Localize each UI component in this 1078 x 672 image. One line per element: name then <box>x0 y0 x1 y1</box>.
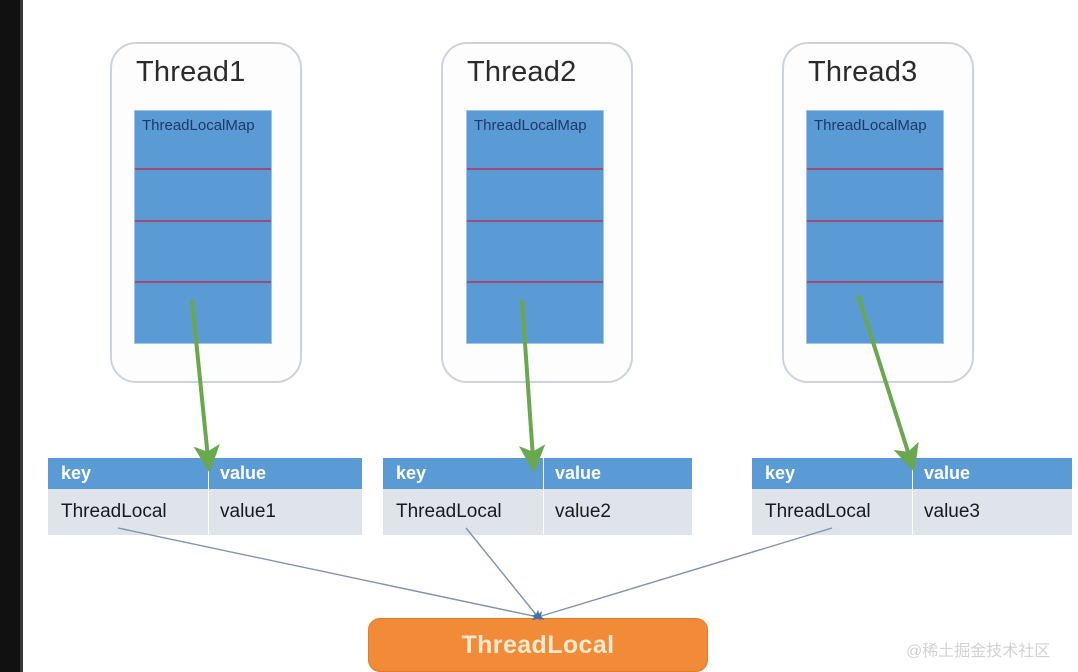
threadlocalmap-box-3[interactable]: ThreadLocalMap <box>806 110 944 344</box>
table-to-threadlocal-line <box>117 527 543 621</box>
kv-table-row[interactable]: ThreadLocal value2 <box>383 489 692 535</box>
kv-header-key: key <box>765 463 796 483</box>
kv-table-1[interactable]: key value ThreadLocal value1 <box>48 458 362 535</box>
map-divider <box>807 281 943 283</box>
kv-header-key: key <box>61 463 92 483</box>
map-divider <box>467 281 603 283</box>
kv-header-value: value <box>208 458 362 489</box>
threadlocalmap-label: ThreadLocalMap <box>142 117 255 134</box>
threadlocal-label: ThreadLocal <box>461 630 615 659</box>
kv-table-header-row: key value <box>48 458 362 489</box>
kv-cell-value: value3 <box>912 489 1072 535</box>
map-divider <box>807 168 943 170</box>
kv-table-row[interactable]: ThreadLocal value3 <box>752 489 1072 535</box>
kv-table-3[interactable]: key value ThreadLocal value3 <box>752 458 1072 535</box>
map-divider <box>135 281 271 283</box>
kv-cell-key: ThreadLocal <box>396 501 502 522</box>
thread-title: Thread3 <box>808 56 918 88</box>
kv-header-key: key <box>396 463 427 483</box>
threadlocal-link-lines-group <box>117 527 833 621</box>
kv-table-header-row: key value <box>383 458 692 489</box>
map-divider <box>135 168 271 170</box>
threadlocalmap-box-1[interactable]: ThreadLocalMap <box>134 110 272 344</box>
thread-title: Thread2 <box>467 56 577 88</box>
threadlocalmap-label: ThreadLocalMap <box>814 117 927 134</box>
table-to-threadlocal-line <box>465 527 541 621</box>
kv-table-header-row: key value <box>752 458 1072 489</box>
table-to-threadlocal-line <box>533 527 833 620</box>
map-divider <box>467 220 603 222</box>
thread-title: Thread1 <box>136 56 246 88</box>
kv-header-value: value <box>543 458 692 489</box>
left-black-gutter <box>0 0 20 672</box>
kv-cell-value: value1 <box>208 489 362 535</box>
kv-cell-key: ThreadLocal <box>61 501 167 522</box>
kv-cell-value: value2 <box>543 489 692 535</box>
map-divider <box>135 220 271 222</box>
kv-header-value: value <box>912 458 1072 489</box>
kv-table-row[interactable]: ThreadLocal value1 <box>48 489 362 535</box>
threadlocal-box[interactable]: ThreadLocal <box>368 618 708 672</box>
map-divider <box>467 168 603 170</box>
left-gutter-edge <box>20 0 23 672</box>
watermark: @稀土掘金技术社区 <box>906 643 1051 660</box>
map-divider <box>807 220 943 222</box>
kv-cell-key: ThreadLocal <box>765 501 871 522</box>
kv-table-2[interactable]: key value ThreadLocal value2 <box>383 458 692 535</box>
threadlocalmap-box-2[interactable]: ThreadLocalMap <box>466 110 604 344</box>
threadlocalmap-label: ThreadLocalMap <box>474 117 587 134</box>
